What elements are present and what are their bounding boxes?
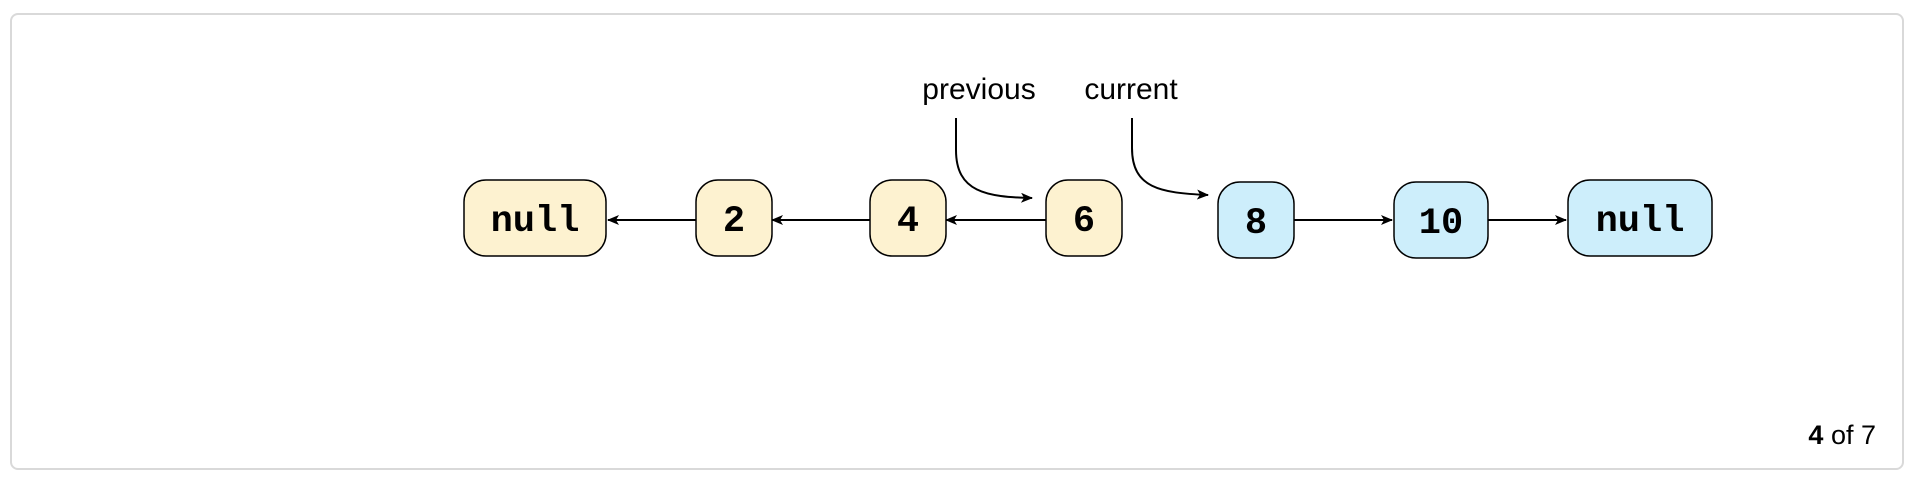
node-8: 8 <box>1217 181 1295 259</box>
node-label: 10 <box>1419 203 1463 245</box>
node-box <box>1393 181 1489 259</box>
node-label: 6 <box>1073 201 1095 243</box>
node-label: 2 <box>723 201 745 243</box>
step-current: 4 <box>1808 420 1824 450</box>
node-box <box>463 179 607 257</box>
node-4: 4 <box>869 179 947 257</box>
step-separator: of <box>1823 420 1861 450</box>
current-pointer-arrow <box>1131 118 1209 200</box>
node-box <box>1567 179 1713 257</box>
node-label: null <box>1596 201 1685 243</box>
previous-label: previous <box>922 73 1035 106</box>
node-6: 6 <box>1045 179 1123 257</box>
step-indicator: 4 of 7 <box>1808 420 1876 451</box>
step-total: 7 <box>1860 420 1876 450</box>
previous-pointer-arrow <box>955 118 1033 203</box>
node-box <box>695 179 773 257</box>
current-label: current <box>1084 73 1178 106</box>
node-null-left: null <box>463 179 607 257</box>
node-2: 2 <box>695 179 773 257</box>
node-box <box>869 179 947 257</box>
node-box <box>1217 181 1295 259</box>
node-null-right: null <box>1567 179 1713 257</box>
node-box <box>1045 179 1123 257</box>
node-label: null <box>491 201 580 243</box>
node-10: 10 <box>1393 181 1489 259</box>
node-label: 8 <box>1245 203 1267 245</box>
node-label: 4 <box>897 201 919 243</box>
